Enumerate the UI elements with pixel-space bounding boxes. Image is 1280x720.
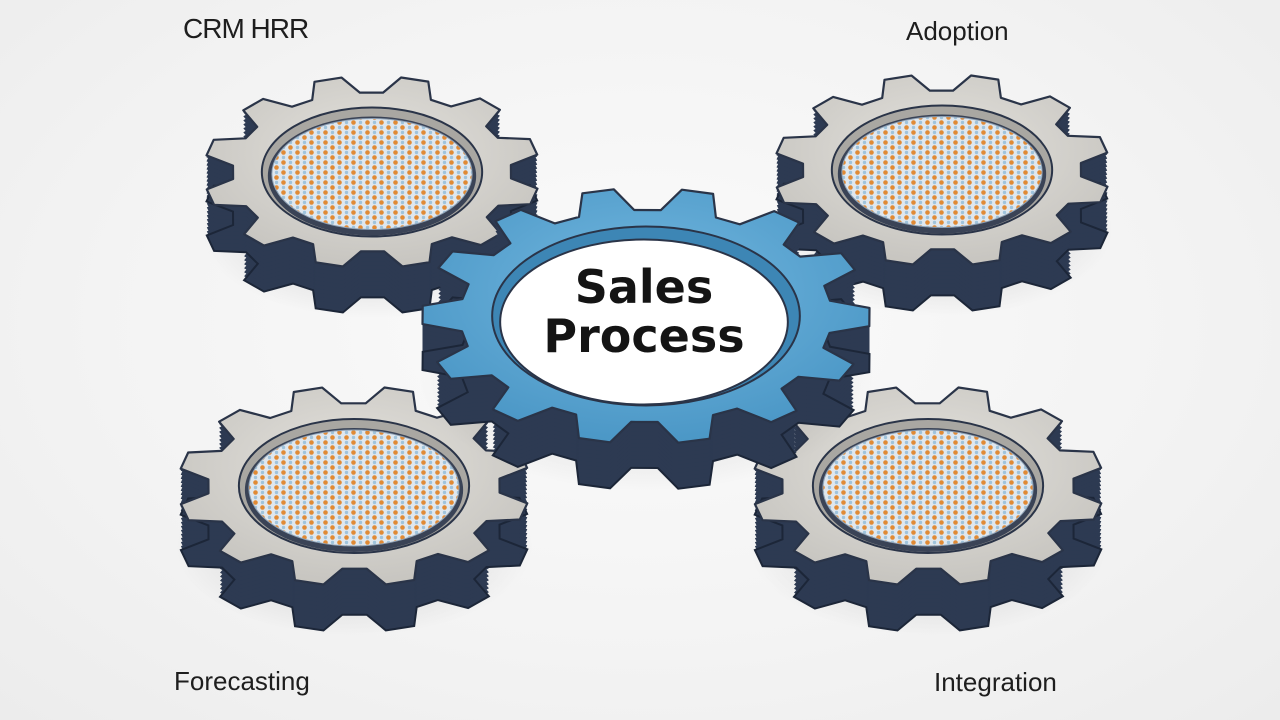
gear-bottom-left [174, 386, 534, 636]
center-gear-title-line2: Process [543, 309, 744, 363]
label-forecasting: Forecasting [174, 666, 310, 696]
gear-mesh-disc [822, 429, 1034, 547]
label-top-left: CRM HRR [183, 13, 309, 44]
gear-mesh-disc [271, 117, 473, 231]
label-adoption: Adoption [906, 16, 1009, 46]
gear-mesh-disc [248, 429, 460, 547]
label-integration: Integration [934, 667, 1057, 697]
gear-center-label-disc [499, 238, 789, 406]
gear-top-left [200, 76, 544, 319]
gear-bottom-right [748, 386, 1108, 636]
gear-center [417, 188, 875, 492]
gear-top-right [770, 74, 1114, 317]
center-gear-title-line1: Sales [575, 260, 714, 314]
gear-mesh-disc [841, 115, 1043, 229]
